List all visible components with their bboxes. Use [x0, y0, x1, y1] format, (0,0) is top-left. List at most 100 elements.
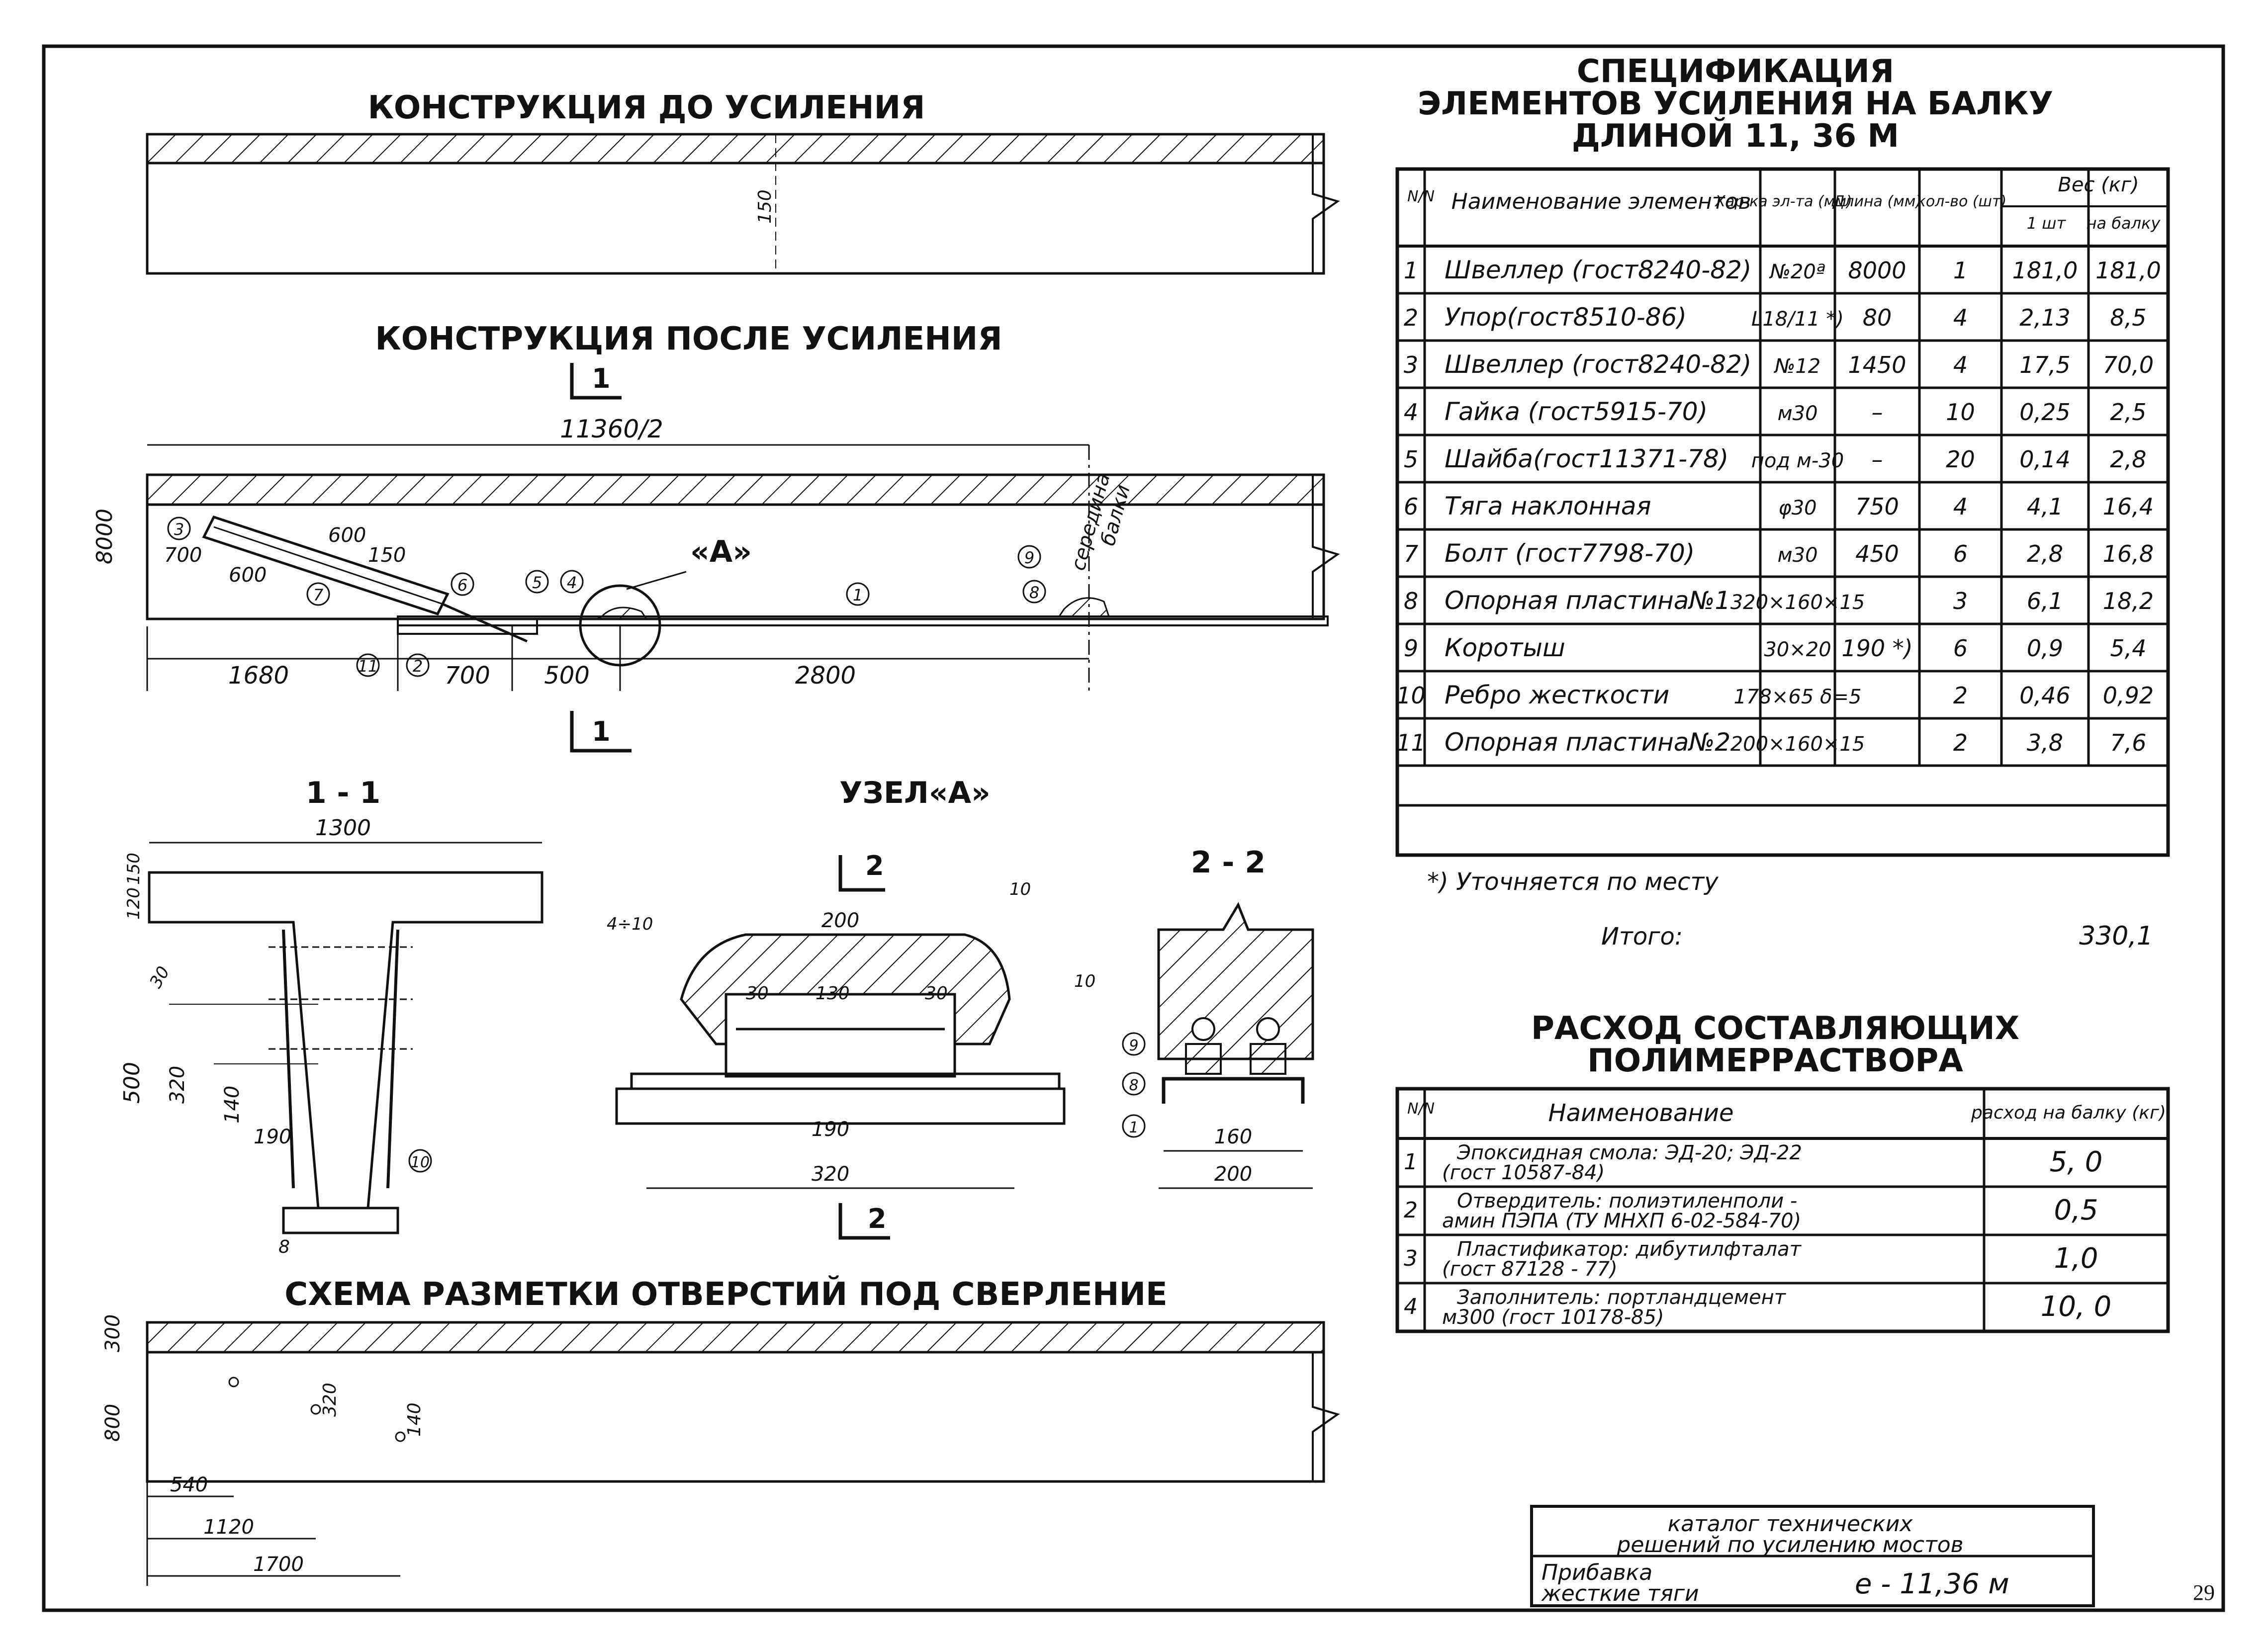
polymer-rows: 1 Эпоксидная смола: ЭД-20; ЭД-22(гост 105…: [1404, 1141, 2111, 1329]
spec-cell-n: 4: [1404, 399, 1418, 426]
spec-cell-wt: 2,8: [2110, 446, 2146, 473]
poly-cell-name2: (гост 10587-84): [1442, 1161, 1605, 1184]
poly-cell-val: 1,0: [2054, 1242, 2098, 1275]
spec-cell-qty: 6: [1953, 635, 1968, 662]
spec-cell-char: 178×65 δ=5: [1734, 686, 1862, 708]
dim-190a: 190: [812, 1118, 849, 1141]
poly-cell-name1: Отвердитель: полиэтиленполи -: [1457, 1190, 1797, 1213]
spec-cell-qty: 4: [1953, 351, 1968, 378]
spec-cell-qty: 2: [1953, 682, 1968, 709]
tb-line4: жесткие тяги: [1541, 1581, 1699, 1606]
inclined-rod: [442, 603, 528, 643]
dim-1: 150: [368, 544, 406, 567]
spec-cell-qty: 4: [1953, 304, 1968, 331]
node-a-detail: УЗЕЛ«А» 2 200 4÷10 10 10 30 130 30 190 3…: [607, 776, 1095, 1240]
dim-320s: 320: [166, 1066, 189, 1104]
spec-cell-char: №20ª: [1769, 261, 1825, 283]
spec-hdr-length: Длина (мм): [1832, 193, 1921, 210]
spec-cell-name: Ребро жесткости: [1445, 681, 1669, 709]
heading-section-1-1: 1 - 1: [306, 776, 380, 810]
spec-cell-wt: 70,0: [2103, 351, 2154, 378]
spec-cell-char: φ30: [1778, 497, 1816, 520]
spec-cell-len: 750: [1855, 493, 1899, 520]
spec-cell-wt: 16,4: [2103, 493, 2154, 520]
spec-cell-qty: 2: [1953, 729, 1968, 756]
section-2-2: 2 - 2 9 8 1 160 200: [1122, 845, 1314, 1189]
section-1-1: 1 - 1 1300 120 150 30 500 320 140 190 8 …: [119, 776, 544, 1257]
poly-hdr-consumption: расход на балку (кг): [1971, 1103, 2166, 1123]
callout-1b: 1: [1129, 1119, 1138, 1136]
callout-4: 4: [567, 573, 577, 592]
callout-8: 8: [1029, 583, 1039, 602]
dim-150s: 150: [124, 853, 144, 885]
spec-cell-n: 3: [1404, 351, 1418, 378]
spec-cell-qty: 3: [1953, 588, 1968, 614]
spec-cell-qty: 10: [1946, 399, 1975, 426]
cut-mark-1-bottom: 1: [592, 716, 611, 747]
spec-cell-name: Опорная пластина№2: [1445, 728, 1730, 757]
spec-cell-wt: 8,5: [2110, 304, 2146, 331]
spec-cell-len: 450: [1855, 540, 1899, 567]
spec-cell-name: Упор(гост8510-86): [1445, 303, 1687, 332]
callout-5: 5: [532, 573, 542, 592]
spec-cell-wt: 2,5: [2110, 399, 2146, 426]
spec-cell-qty: 1: [1953, 257, 1968, 284]
dim-150: 150: [755, 189, 775, 224]
poly-cell-n: 1: [1404, 1149, 1418, 1175]
poly-cell-name1: Пластификатор: дибутилфталат: [1457, 1238, 1802, 1261]
dim-1680: 1680: [228, 662, 289, 690]
spec-cell-w1: 6,1: [2027, 588, 2063, 614]
poly-cell-val: 0,5: [2054, 1194, 2098, 1226]
dim-1700d: 1700: [253, 1553, 304, 1576]
spec-hdr-weight: Вес (кг): [2058, 174, 2139, 196]
spec-cell-w1: 0,46: [2019, 682, 2070, 709]
spec-cell-len: 8000: [1848, 257, 1906, 284]
dim-500s: 500: [119, 1062, 145, 1104]
spec-hdr-name: Наименование элементов: [1452, 189, 1751, 214]
spec-cell-wt: 18,2: [2103, 588, 2154, 614]
dim-140s: 140: [221, 1086, 244, 1124]
spec-cell-char: 30×20: [1764, 638, 1831, 661]
dim-2800: 2800: [795, 662, 856, 690]
spec-cell-w1: 0,25: [2019, 399, 2070, 426]
dim-320d: 320: [320, 1383, 340, 1417]
poly-cell-val: 5, 0: [2050, 1146, 2103, 1178]
spec-title-1: СПЕЦИФИКАЦИЯ: [1577, 53, 1894, 90]
spec-cell-w1: 3,8: [2027, 729, 2063, 756]
tb-line2: решений по усилению мостов: [1616, 1532, 1963, 1558]
spec-cell-name: Тяга наклонная: [1445, 492, 1651, 521]
spec-cell-n: 7: [1404, 540, 1418, 567]
spec-cell-char: м30: [1777, 402, 1817, 425]
spec-cell-char: №12: [1774, 355, 1821, 378]
spec-table: СПЕЦИФИКАЦИЯ ЭЛЕМЕНТОВ УСИЛЕНИЯ НА БАЛКУ…: [1395, 53, 2170, 951]
section-outline: [148, 871, 544, 1210]
spec-grid: [1395, 167, 2170, 857]
spec-cell-name: Коротыш: [1445, 633, 1565, 662]
spec-cell-n: 5: [1404, 446, 1418, 473]
polymer-title-1: РАСХОД СОСТАВЛЯЮЩИХ: [1531, 1010, 2019, 1047]
dim-200a: 200: [821, 909, 859, 932]
tb-line1: каталог технических: [1668, 1511, 1913, 1537]
callout-7: 7: [313, 586, 324, 605]
callout-9b: 9: [1129, 1037, 1138, 1054]
break-line: [1312, 134, 1340, 273]
tb-code: e - 11,36 м: [1855, 1568, 2009, 1600]
dim-200b: 200: [1214, 1163, 1252, 1186]
dim-height: 8000: [92, 509, 117, 564]
beam-outline: [146, 162, 1325, 275]
spec-cell-n: 6: [1404, 493, 1418, 520]
weld-8: 8: [278, 1237, 290, 1257]
spec-note: *) Уточняется по месту: [1427, 868, 1719, 896]
spec-cell-wt: 5,4: [2110, 635, 2146, 662]
spec-cell-char: под м-30: [1751, 449, 1844, 472]
poly-cell-name1: Эпоксидная смола: ЭД-20; ЭД-22: [1456, 1141, 1802, 1164]
poly-cell-name2: (гост 87128 - 77): [1442, 1258, 1618, 1281]
polymer-table: РАСХОД СОСТАВЛЯЮЩИХ ПОЛИМЕРРАСТВОРА N/N …: [1395, 1010, 2170, 1333]
dim-540d: 540: [170, 1474, 208, 1496]
spec-cell-n: 11: [1396, 729, 1426, 756]
spec-hdr-qty: кол-во (шт): [1917, 193, 2006, 210]
heading-before: КОНСТРУКЦИЯ ДО УСИЛЕНИЯ: [368, 89, 925, 126]
dim-160b: 160: [1214, 1126, 1252, 1148]
dim-190s: 190: [254, 1126, 291, 1148]
